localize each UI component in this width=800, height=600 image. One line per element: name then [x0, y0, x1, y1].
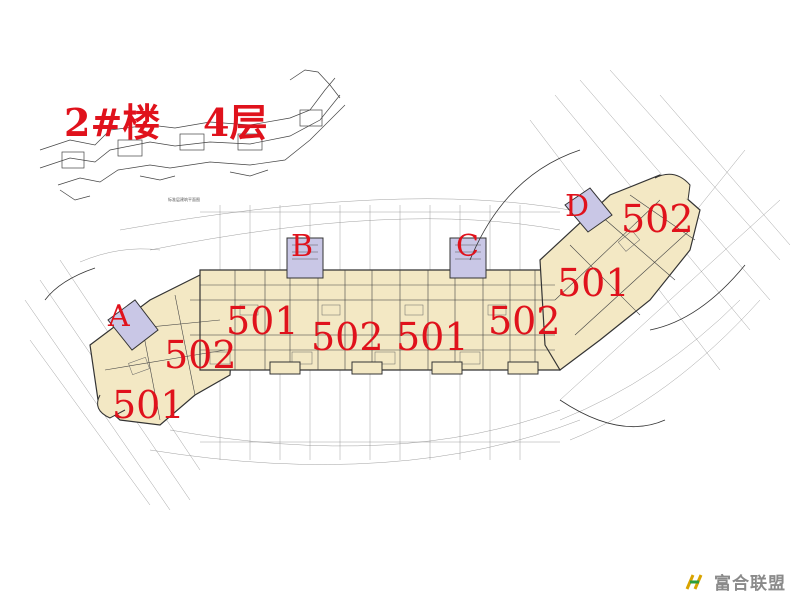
- building-title: 2#楼: [64, 100, 161, 145]
- floor-title: 4层: [203, 100, 268, 145]
- unit-b-502: 502: [311, 315, 384, 359]
- core-c-shape: [449, 237, 487, 279]
- unit-c-502: 502: [488, 299, 561, 343]
- key-plan: [39, 69, 346, 201]
- unit-b-501: 501: [226, 299, 299, 343]
- logo-mark-icon: [685, 573, 711, 591]
- svg-text:标准层建筑平面图: 标准层建筑平面图: [168, 196, 200, 202]
- cores: [107, 187, 613, 351]
- unit-d-502: 502: [621, 197, 694, 241]
- core-a-shape: [107, 299, 159, 351]
- unit-d-501: 501: [557, 261, 630, 305]
- core-d-label: D: [565, 189, 590, 224]
- watermark-logo: 富合联盟: [685, 569, 786, 594]
- core-d-shape: [564, 187, 613, 233]
- unit-a-501: 501: [112, 383, 185, 427]
- building-body: [89, 173, 701, 426]
- core-b-label: B: [291, 229, 314, 264]
- core-c-label: C: [456, 229, 479, 264]
- core-b-shape: [286, 237, 324, 279]
- logo-text: 富合联盟: [714, 574, 786, 594]
- core-a-label: A: [108, 299, 130, 334]
- unit-a-502: 502: [164, 333, 237, 377]
- unit-c-501: 501: [396, 315, 469, 359]
